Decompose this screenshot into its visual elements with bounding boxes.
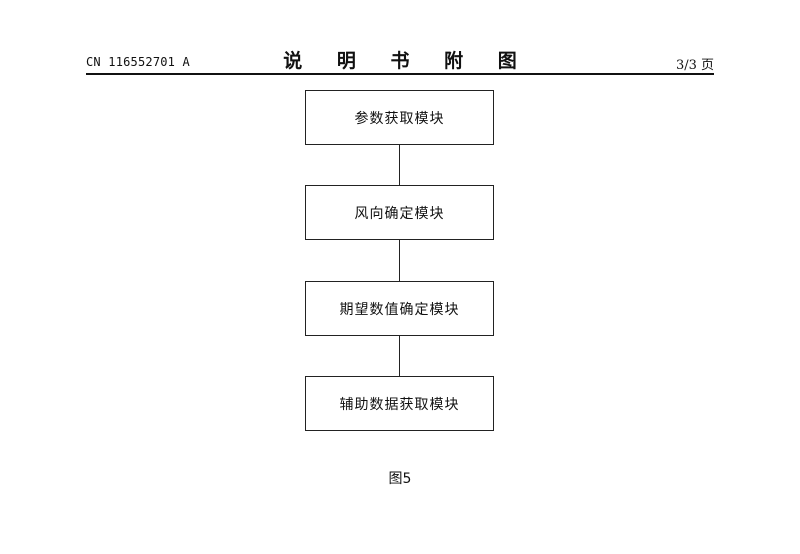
document-header: CN 116552701 A 说 明 书 附 图 3/3 页 [86,46,714,74]
header-rule [86,73,714,75]
document-title: 说 明 书 附 图 [283,50,531,72]
connector-line [399,336,400,376]
page-number: 3/3 页 [675,58,714,73]
module-box-parameter-acquisition: 参数获取模块 [305,90,494,145]
module-box-wind-direction: 风向确定模块 [305,185,494,240]
connector-line [399,240,400,281]
module-box-expected-value: 期望数值确定模块 [305,281,494,336]
publication-number: CN 116552701 A [86,55,190,69]
connector-line [399,145,400,185]
figure-caption: 图5 [388,471,412,487]
module-box-auxiliary-data: 辅助数据获取模块 [305,376,494,431]
